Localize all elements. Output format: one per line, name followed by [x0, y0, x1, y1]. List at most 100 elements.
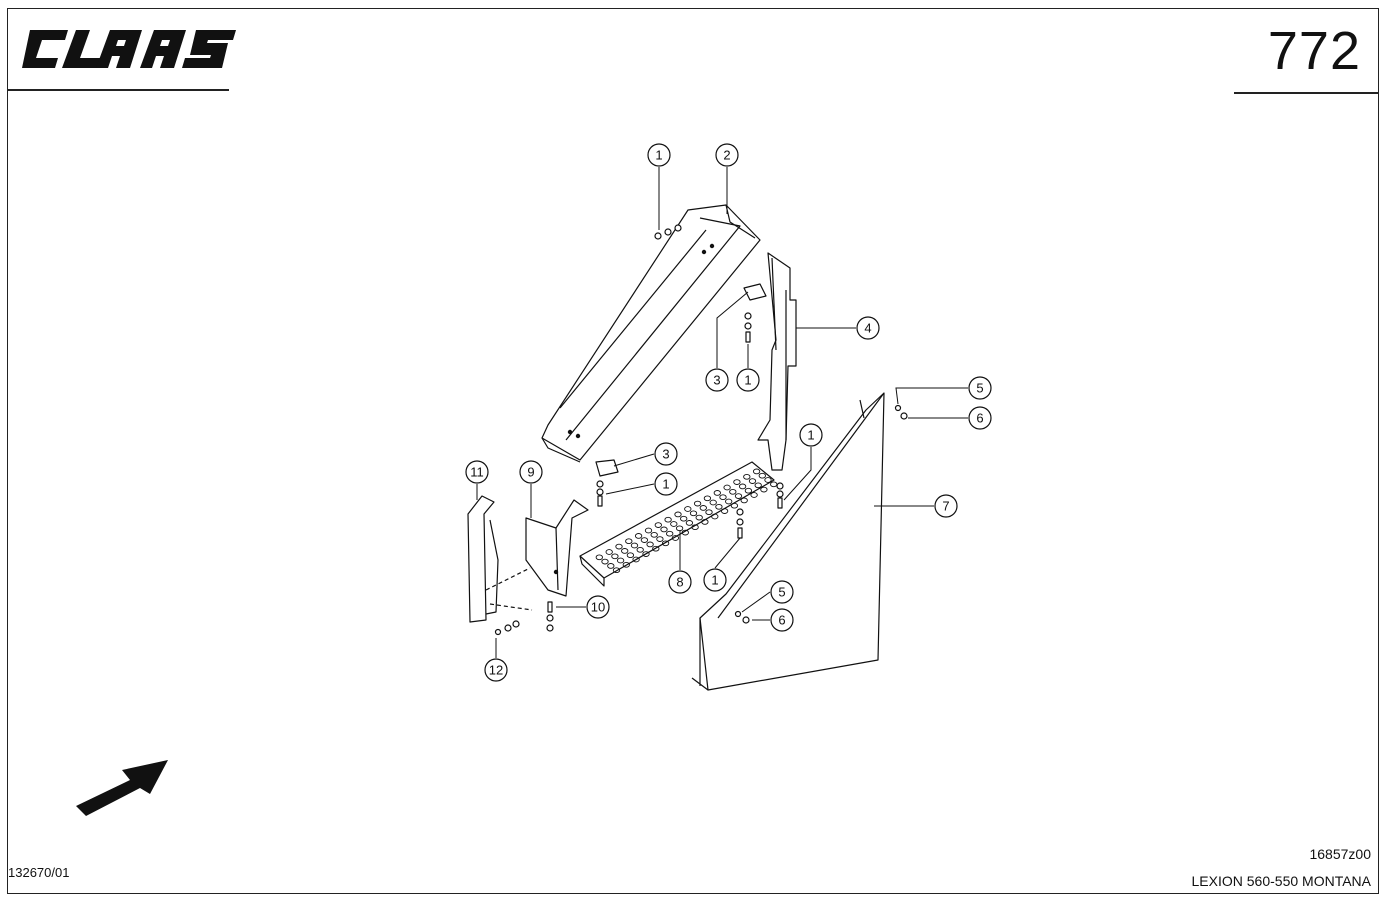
- callout-7: 7: [934, 494, 958, 518]
- perforation-hole: [715, 503, 723, 510]
- callout-circle: [519, 460, 543, 484]
- callout-circle: [968, 376, 992, 400]
- perforation-hole: [660, 526, 668, 533]
- callout-label: 11: [470, 465, 484, 480]
- callout-label: 7: [942, 499, 949, 514]
- perforation-hole: [701, 519, 709, 525]
- claas-logo: [22, 30, 236, 68]
- perforation-hole: [758, 472, 766, 479]
- perforation-hole: [601, 558, 609, 565]
- callout-6: 6: [968, 406, 992, 430]
- callout-label: 4: [864, 321, 871, 336]
- callout-5: 5: [770, 580, 794, 604]
- perforation-hole: [634, 533, 643, 539]
- perforation-hole: [685, 520, 694, 526]
- perforation-hole: [695, 514, 703, 521]
- perforation-hole: [733, 479, 741, 485]
- part-4-side-bracket: [757, 252, 797, 471]
- callout-circle: [770, 580, 794, 604]
- perforation-hole: [770, 481, 778, 488]
- callout-circle: [934, 494, 958, 518]
- callout-12: 12: [484, 658, 508, 682]
- callout-circle: [736, 368, 760, 392]
- perforation-hole: [615, 543, 623, 550]
- perforation-hole: [730, 502, 739, 509]
- perforation-hole: [650, 531, 658, 538]
- perforation-hole: [661, 540, 670, 547]
- page-number: 772: [1267, 21, 1361, 81]
- callout-2: 2: [715, 143, 739, 167]
- logo-underline: [7, 89, 229, 91]
- assembly-lines: [485, 567, 533, 611]
- perforation-hole: [705, 509, 713, 516]
- page-number-underline: [1234, 92, 1379, 94]
- callout-label: 1: [662, 477, 669, 492]
- callout-circle: [856, 316, 880, 340]
- perforation-hole: [691, 524, 699, 531]
- perforation-hole: [684, 506, 692, 512]
- callout-label: 5: [778, 585, 785, 600]
- callout-label: 3: [713, 373, 720, 388]
- perforation-hole: [605, 549, 613, 555]
- callout-5: 5: [968, 376, 992, 400]
- perforation-hole: [748, 478, 757, 484]
- callout-6: 6: [770, 608, 794, 632]
- perforation-hole: [616, 557, 625, 564]
- perforation-hole: [703, 495, 712, 502]
- callout-circle: [654, 472, 678, 496]
- perforation-hole: [744, 487, 753, 494]
- perforation-hole: [611, 553, 619, 560]
- callout-label: 6: [976, 411, 983, 426]
- perforation-hole: [680, 515, 688, 522]
- perforation-hole: [709, 499, 717, 506]
- perforation-hole: [640, 537, 649, 543]
- perforation-hole: [636, 546, 644, 553]
- callout-1: 1: [647, 143, 671, 167]
- callout-label: 10: [591, 600, 605, 615]
- callout-label: 1: [744, 373, 751, 388]
- part-2-channel-panel: [541, 204, 761, 463]
- callout-circle: [484, 658, 508, 682]
- part-7-side-panel: [691, 392, 885, 691]
- callout-4: 4: [856, 316, 880, 340]
- perforation-hole: [656, 536, 664, 542]
- callout-label: 2: [723, 148, 730, 163]
- perforation-hole: [743, 473, 751, 480]
- perforation-hole: [740, 497, 748, 504]
- callout-11: 11: [465, 460, 489, 484]
- perforation-hole: [760, 486, 768, 493]
- callout-label: 8: [676, 575, 683, 590]
- callout-3: 3: [654, 442, 678, 466]
- callout-label: 12: [489, 663, 503, 678]
- perforation-hole: [734, 493, 743, 499]
- model-name: LEXION 560-550 MONTANA: [1191, 873, 1371, 889]
- perforation-hole: [723, 484, 731, 491]
- perforation-hole: [713, 490, 721, 496]
- perforation-hole: [752, 468, 761, 475]
- perforation-hole: [750, 492, 758, 498]
- callout-1: 1: [703, 568, 727, 592]
- perforation-hole: [754, 482, 762, 489]
- callout-circle: [799, 423, 823, 447]
- callout-circle: [668, 570, 692, 594]
- perforation-hole: [642, 551, 650, 557]
- perforation-hole: [729, 488, 737, 495]
- callout-1: 1: [799, 423, 823, 447]
- perforation-hole: [607, 563, 615, 569]
- perforation-hole: [764, 477, 772, 483]
- callout-circle: [705, 368, 729, 392]
- callout-label: 5: [976, 381, 983, 396]
- perforation-hole: [595, 554, 603, 561]
- callout-label: 1: [807, 428, 814, 443]
- callout-1: 1: [654, 472, 678, 496]
- part-8-perforated-plate: [579, 461, 778, 587]
- callout-circle: [715, 143, 739, 167]
- callout-9: 9: [519, 460, 543, 484]
- callout-circle: [968, 406, 992, 430]
- callout-8: 8: [668, 570, 692, 594]
- perforation-hole: [632, 556, 640, 563]
- callout-label: 3: [662, 447, 669, 462]
- leader-lines: [476, 167, 968, 658]
- perforation-hole: [625, 538, 633, 545]
